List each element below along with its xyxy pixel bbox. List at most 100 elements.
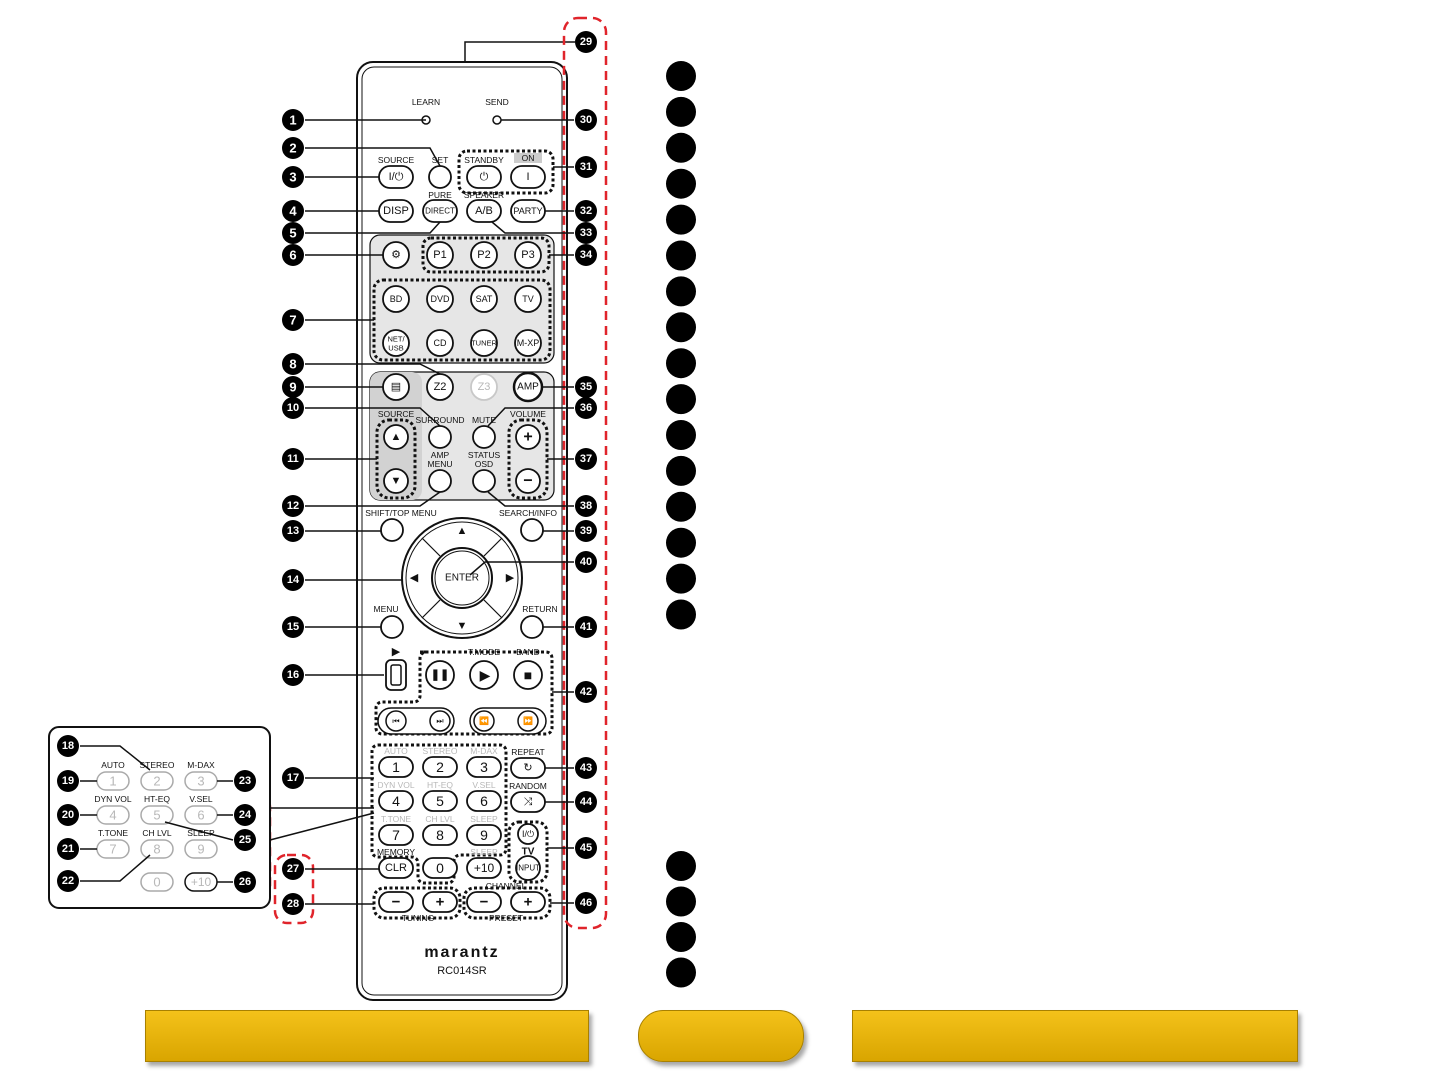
dpad-down-icon[interactable]: ▼	[457, 620, 468, 632]
learn-label: LEARN	[412, 97, 440, 107]
pure-label: PURE	[428, 190, 452, 200]
numpad-key-8[interactable]	[422, 824, 458, 846]
rewind-icon: ⏪	[479, 716, 489, 726]
numpad-key-7[interactable]	[378, 824, 414, 846]
numpad-sublabel: CH LVL	[425, 814, 454, 824]
fast-forward-button[interactable]	[517, 710, 539, 732]
callout-number: 31	[580, 161, 592, 173]
bottom-tab-center[interactable]	[638, 1010, 804, 1062]
sat-input-button[interactable]	[470, 285, 498, 313]
z3-button[interactable]	[470, 373, 498, 401]
on-button[interactable]	[510, 165, 546, 189]
tuner-input-button[interactable]	[470, 329, 498, 357]
surround-button[interactable]	[428, 425, 452, 449]
numpad-sublabel: V.SEL	[472, 780, 496, 790]
volume-down-button[interactable]	[515, 468, 541, 494]
inset-sublabel: AUTO	[101, 760, 125, 770]
search-info-button[interactable]	[520, 518, 544, 542]
numpad-key-0[interactable]	[422, 857, 458, 879]
return-button[interactable]	[520, 615, 544, 639]
tuning-up-icon: +	[436, 894, 445, 911]
bd-input-button[interactable]	[382, 285, 410, 313]
callout-number: 44	[580, 796, 593, 808]
speaker-ab-button[interactable]	[466, 199, 502, 223]
numpad-key-9[interactable]	[466, 824, 502, 846]
callout-5	[282, 222, 304, 244]
amp-menu-label-1: AMP	[431, 450, 450, 460]
bottom-tab-left[interactable]	[145, 1010, 589, 1062]
tv-input-label: TV	[522, 294, 534, 304]
numpad-key-5[interactable]	[422, 790, 458, 812]
source-down-button[interactable]	[383, 468, 409, 494]
tuner-input-label: TUNER	[471, 339, 497, 348]
numpad-key-3[interactable]	[466, 756, 502, 778]
standby-button[interactable]	[466, 165, 502, 189]
shift-top-menu-button[interactable]	[380, 518, 404, 542]
amp-mode-icon: ▤	[391, 381, 401, 393]
callout-number: 45	[580, 842, 592, 854]
status-osd-button[interactable]	[472, 469, 496, 493]
stop-button[interactable]	[513, 660, 543, 690]
callout-13	[282, 520, 304, 542]
numpad-sublabel: SLEEP	[470, 847, 498, 857]
dpad-right-icon[interactable]: ▶	[506, 572, 515, 584]
tuning-down-button[interactable]	[378, 891, 414, 913]
set-button[interactable]	[428, 165, 452, 189]
tuning-up-button[interactable]	[422, 891, 458, 913]
clr-button[interactable]	[378, 857, 414, 879]
amp-menu-button[interactable]	[428, 469, 452, 493]
tuning-down-icon: −	[392, 894, 401, 911]
dvd-input-button[interactable]	[426, 285, 454, 313]
search-info-label: SEARCH/INFO	[499, 508, 557, 518]
legend-bullet	[666, 384, 696, 415]
callout-27	[282, 858, 304, 880]
callout-leader-22	[80, 854, 151, 882]
numpad-key-2[interactable]	[422, 756, 458, 778]
volume-up-button[interactable]	[515, 424, 541, 450]
cd-input-button[interactable]	[426, 329, 454, 357]
dpad-left-icon[interactable]: ◀	[410, 572, 419, 584]
tv-input-button[interactable]	[515, 855, 541, 881]
tv-label: TV	[522, 847, 535, 858]
p1-button[interactable]	[426, 241, 454, 269]
transport-group	[374, 650, 554, 736]
dpad-up-icon[interactable]: ▲	[457, 525, 468, 537]
enter-button[interactable]	[431, 547, 493, 609]
legend-bullet	[666, 599, 696, 630]
p3-button[interactable]	[514, 241, 542, 269]
net-usb-label-line1: NET/	[387, 335, 405, 344]
numpad-key-6[interactable]	[466, 790, 502, 812]
play-button[interactable]	[469, 660, 499, 690]
numpad-key-4[interactable]	[378, 790, 414, 812]
inset-key-0	[140, 872, 174, 892]
skip-back-button[interactable]	[385, 710, 407, 732]
dpad-divider	[483, 537, 503, 557]
p2-button[interactable]	[470, 241, 498, 269]
bottom-tab-right[interactable]	[852, 1010, 1298, 1062]
skip-forward-button[interactable]	[429, 710, 451, 732]
brand-logo: marantz	[424, 944, 499, 961]
callout-number: 5	[289, 226, 296, 241]
callout-number: 23	[239, 775, 251, 787]
mxp-input-button[interactable]	[514, 329, 542, 357]
channel-up-button[interactable]	[510, 891, 546, 913]
source-up-button[interactable]	[383, 424, 409, 450]
inset-sublabel: DYN VOL	[94, 794, 132, 804]
callout-number: 4	[289, 204, 297, 219]
inset-connector	[269, 812, 375, 841]
tv-input-button[interactable]	[514, 285, 542, 313]
menu-button[interactable]	[380, 615, 404, 639]
callout-number: 12	[287, 500, 299, 512]
mute-button[interactable]	[472, 425, 496, 449]
numpad-sublabel: AUTO	[384, 746, 408, 756]
legend-bullet	[666, 563, 696, 594]
pause-button[interactable]	[425, 660, 455, 690]
rewind-button[interactable]	[473, 710, 495, 732]
net-usb-input-button[interactable]	[382, 329, 410, 357]
channel-down-button[interactable]	[466, 891, 502, 913]
set-label: SET	[432, 155, 449, 165]
plus10-button[interactable]	[466, 857, 502, 879]
tv-power-button[interactable]	[517, 823, 539, 845]
numpad-key-1[interactable]	[378, 756, 414, 778]
